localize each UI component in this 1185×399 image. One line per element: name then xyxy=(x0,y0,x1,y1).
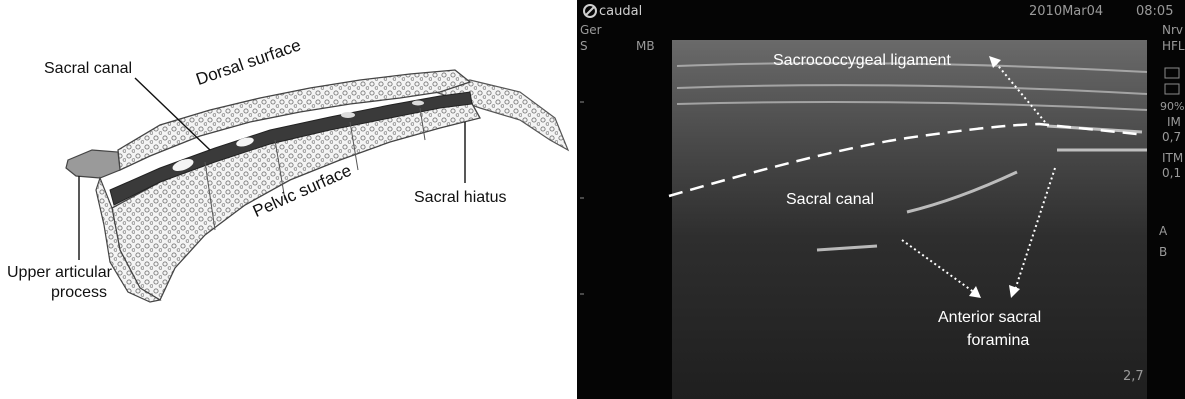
depth-ticks xyxy=(580,102,584,294)
header-time: 08:05 xyxy=(1136,5,1173,18)
label-sacral-canal: Sacral canal xyxy=(44,60,132,78)
label-anterior-foramina-line2: foramina xyxy=(967,331,1029,350)
header-logo-text: caudal xyxy=(599,5,642,18)
label-upper-articular-line1: Upper articular xyxy=(7,264,112,282)
sacrum-illustration-panel: Sacral canal Dorsal surface Pelvic surfa… xyxy=(0,0,570,399)
foramen-4 xyxy=(412,101,424,106)
label-sacral-hiatus: Sacral hiatus xyxy=(414,189,507,207)
label-anterior-foramina-line1: Anterior sacral xyxy=(938,308,1041,327)
ultrasound-panel: caudal 2010Mar04 08:05 Ger S MB Nrv HFL … xyxy=(577,0,1185,399)
indicator-nrv: Nrv xyxy=(1162,24,1183,37)
indicator-hfl: HFL xyxy=(1162,40,1185,53)
indicator-itm-value: 0,1 xyxy=(1162,167,1181,180)
indicator-power: 90% xyxy=(1160,100,1184,113)
upper-articular-process-shape xyxy=(66,150,120,178)
scan-field xyxy=(672,40,1147,399)
cine-box-icon xyxy=(1165,84,1179,94)
indicator-a: A xyxy=(1159,225,1167,238)
mb-label: MB xyxy=(636,40,655,53)
indicator-itm: ITM xyxy=(1162,152,1183,165)
indicator-b: B xyxy=(1159,246,1167,259)
indicator-s: S xyxy=(580,40,588,53)
label-upper-articular-line2: process xyxy=(51,284,107,302)
settings-box-icon xyxy=(1165,68,1179,78)
indicator-ger: Ger xyxy=(580,24,602,37)
label-sacrococcygeal-ligament: Sacrococcygeal ligament xyxy=(773,51,951,70)
label-us-sacral-canal: Sacral canal xyxy=(786,190,874,209)
header-date: 2010Mar04 xyxy=(1029,5,1103,18)
indicator-im-value: 0,7 xyxy=(1162,131,1181,144)
indicator-im: IM xyxy=(1167,116,1181,129)
foramen-3 xyxy=(341,112,355,118)
depth-value: 2,7 xyxy=(1123,370,1144,383)
